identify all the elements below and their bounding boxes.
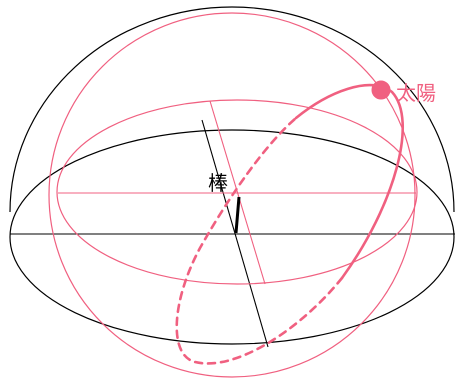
horizon-ellipse: [10, 130, 454, 344]
sun-label: 太陽: [396, 81, 436, 105]
stick-gnomon: [236, 197, 239, 233]
stick-label: 棒: [208, 171, 228, 195]
sun-marker: [372, 81, 390, 99]
sun-path-below-horizon: [177, 118, 342, 363]
sun-path-above-horizon: [296, 85, 403, 278]
celestial-dome-outline: [10, 7, 454, 212]
